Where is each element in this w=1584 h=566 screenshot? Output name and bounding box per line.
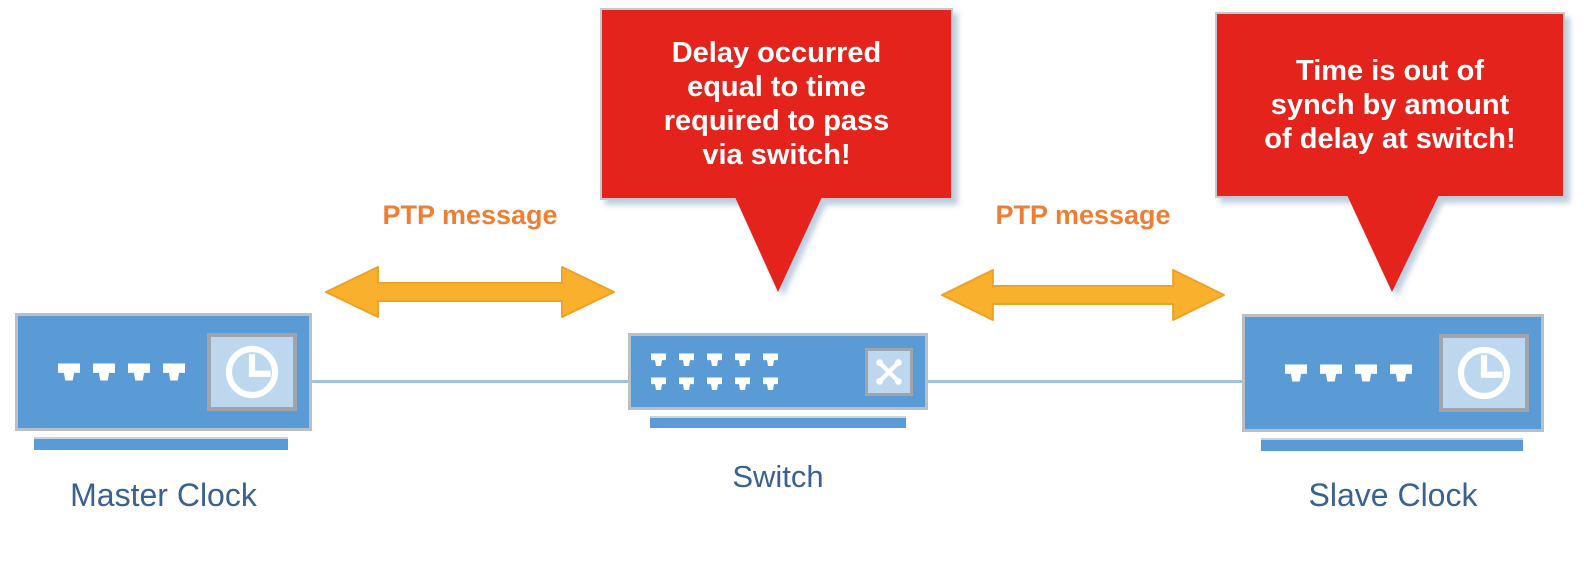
clock-icon	[207, 333, 297, 411]
master-clock-device	[15, 313, 312, 431]
ptp-message-label-right: PTP message	[995, 200, 1171, 230]
port-icon	[1320, 364, 1342, 382]
port-icon	[735, 377, 750, 390]
port-icon	[1355, 364, 1377, 382]
link-line-switch-slave	[926, 380, 1244, 383]
device-stand	[34, 437, 288, 450]
callout-time-out-of-synch-text: Time is out of synch by amount of delay …	[1264, 55, 1516, 155]
device-stand	[1261, 438, 1523, 451]
double-arrow-icon-right	[940, 269, 1226, 321]
port-row	[1285, 364, 1415, 382]
port-icon	[1285, 364, 1307, 382]
port-icon	[679, 353, 694, 366]
port-icon	[651, 377, 666, 390]
port-icon	[679, 377, 694, 390]
slave-clock-label: Slave Clock	[1308, 477, 1478, 513]
callout-switch-delay: Delay occurred equal to time required to…	[600, 8, 953, 292]
port-icon	[1390, 364, 1412, 382]
callout-tail-icon	[735, 197, 822, 292]
switch-label: Switch	[732, 459, 824, 494]
ptp-message-label-left: PTP message	[382, 200, 558, 230]
switch-device	[628, 333, 928, 410]
port-icon	[763, 353, 778, 366]
port-icon	[707, 377, 722, 390]
callout-switch-delay-text: Delay occurred equal to time required to…	[663, 37, 890, 171]
port-icon	[763, 377, 778, 390]
crossover-arrows-icon	[865, 347, 913, 396]
double-arrow-icon-left	[325, 266, 615, 318]
port-icon	[651, 353, 666, 366]
device-stand	[650, 416, 906, 428]
master-clock-label: Master Clock	[70, 477, 257, 513]
port-icon	[128, 363, 150, 381]
callout-tail-icon	[1347, 195, 1439, 292]
callout-time-out-of-synch: Time is out of synch by amount of delay …	[1215, 12, 1565, 292]
slave-clock-device	[1242, 314, 1544, 432]
port-icon	[707, 353, 722, 366]
port-icon	[163, 363, 185, 381]
port-grid	[651, 353, 783, 390]
port-icon	[735, 353, 750, 366]
port-icon	[58, 363, 80, 381]
port-icon	[93, 363, 115, 381]
clock-icon	[1439, 334, 1529, 412]
link-line-master-switch	[310, 380, 630, 383]
port-row	[58, 363, 188, 381]
